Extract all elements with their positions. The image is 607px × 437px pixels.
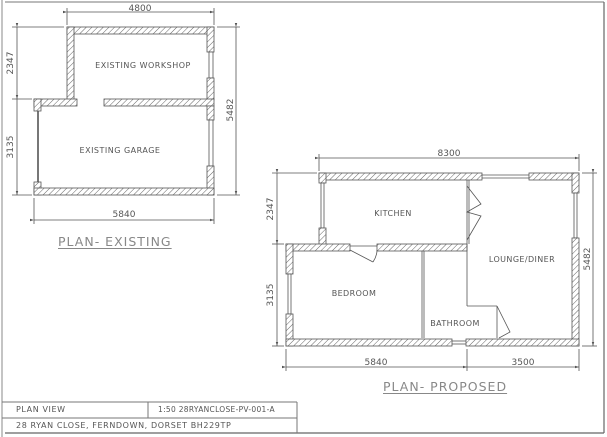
room-label-existing-workshop: EXISTING WORKSHOP [95,61,191,70]
title-block [2,401,298,433]
room-label-existing-garage: EXISTING GARAGE [80,146,161,155]
dim-proposed-bottom-right: 3500 [512,358,535,368]
existing-plan-labels: 4800 2347 3135 5482 5840 EXISTING WORKSH… [6,4,236,220]
dim-proposed-left-lower: 3135 [266,284,276,307]
plan-title-existing: PLAN- EXISTING [58,234,172,249]
title-block-scale-ref: 1:50 28RYANCLOSE-PV-001-A [158,405,275,414]
room-label-kitchen: KITCHEN [374,209,411,218]
proposed-plan [272,154,597,371]
dim-existing-bottom: 5840 [113,210,136,220]
dim-existing-left-lower: 3135 [6,136,16,159]
title-block-address: 28 RYAN CLOSE, FERNDOWN, DORSET BH229TP [16,421,232,430]
title-block-view: PLAN VIEW [16,405,66,414]
proposed-plan-labels: 8300 2347 3135 5482 5840 3500 KITCHEN LO… [266,149,593,368]
dim-existing-left-upper: 2347 [6,52,16,75]
dim-proposed-left-upper: 2347 [266,198,276,221]
plan-title-proposed: PLAN- PROPOSED [383,379,508,394]
dim-proposed-bottom-left: 5840 [365,358,388,368]
room-label-bedroom: BEDROOM [332,289,377,298]
room-label-lounge-diner: LOUNGE/DINER [489,255,555,264]
existing-plan [12,8,240,224]
dim-existing-top: 4800 [129,4,152,14]
dim-proposed-right: 5482 [583,248,593,271]
room-label-bathroom: BATHROOM [430,319,480,328]
dim-existing-right: 5482 [226,99,236,122]
dim-proposed-top: 8300 [438,149,461,159]
